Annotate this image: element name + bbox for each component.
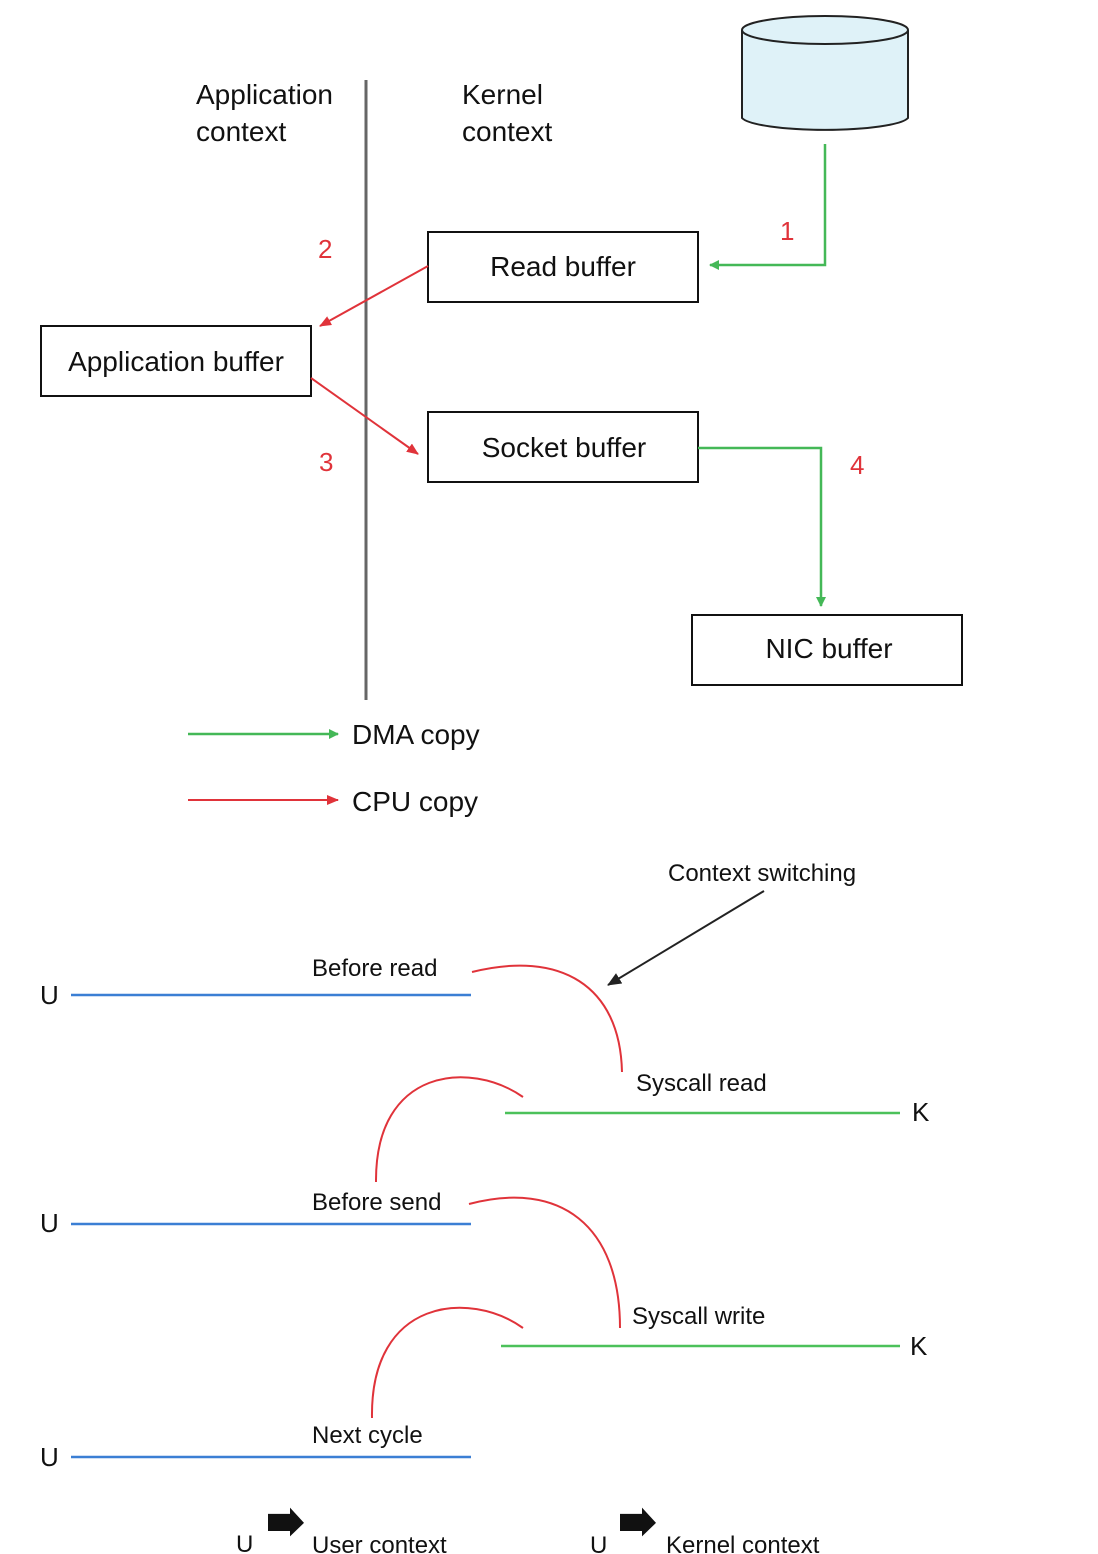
kernel-context-label-line1: Kernel — [462, 79, 543, 110]
application-buffer-label: Application buffer — [68, 346, 284, 377]
before-send-label: Before send — [312, 1189, 441, 1216]
legend-kernel-context-label: Kernel context — [666, 1532, 820, 1554]
syscall-write-label: Syscall write — [632, 1303, 765, 1330]
kernel-row-2-k: K — [910, 1331, 928, 1361]
switch-arc-4 — [370, 1306, 524, 1419]
switch-arc-3 — [468, 1196, 621, 1329]
application-context-label-line2: context — [196, 116, 286, 147]
switch-arc-1 — [471, 964, 623, 1073]
application-context-label-line1: Application — [196, 79, 333, 110]
cpu-arrow-application-to-socket — [310, 377, 419, 455]
context-switching-callout: Context switching — [668, 860, 856, 887]
application-buffer-box: Application buffer — [40, 325, 312, 397]
nic-buffer-box: NIC buffer — [691, 614, 963, 686]
context-switching-pointer — [607, 890, 765, 986]
legend-user-context-label: User context — [312, 1532, 447, 1554]
legend-u-user: U — [236, 1531, 253, 1554]
legend-dma-label: DMA copy — [352, 719, 480, 750]
legend-cpu-label: CPU copy — [352, 786, 478, 817]
user-row-3-u: U — [40, 1442, 59, 1472]
legend-u-kernel: U — [590, 1532, 607, 1554]
next-cycle-label: Next cycle — [312, 1422, 423, 1449]
kernel-row-1-k: K — [912, 1097, 930, 1127]
read-buffer-box: Read buffer — [427, 231, 699, 303]
syscall-read-label: Syscall read — [636, 1070, 767, 1097]
disk-icon — [741, 15, 909, 131]
switch-arc-2 — [374, 1076, 524, 1183]
dma-arrow-socket-to-nic — [698, 446, 826, 607]
read-buffer-label: Read buffer — [490, 251, 636, 282]
user-row-1-u: U — [40, 980, 59, 1010]
before-read-label: Before read — [312, 955, 437, 982]
legend-arrow-user-icon — [268, 1507, 304, 1537]
kernel-context-label-line2: context — [462, 116, 552, 147]
step-3-label: 3 — [319, 447, 333, 477]
step-1-label: 1 — [780, 216, 794, 246]
legend-arrow-kernel-icon — [620, 1507, 656, 1537]
nic-buffer-label: NIC buffer — [765, 633, 892, 664]
socket-buffer-box: Socket buffer — [427, 411, 699, 483]
socket-buffer-label: Socket buffer — [482, 432, 646, 463]
user-row-2-u: U — [40, 1208, 59, 1238]
step-2-label: 2 — [318, 234, 332, 264]
cpu-arrow-read-to-application — [319, 265, 429, 327]
step-4-label: 4 — [850, 450, 864, 480]
dma-arrow-disk-to-read-buffer — [709, 144, 827, 270]
